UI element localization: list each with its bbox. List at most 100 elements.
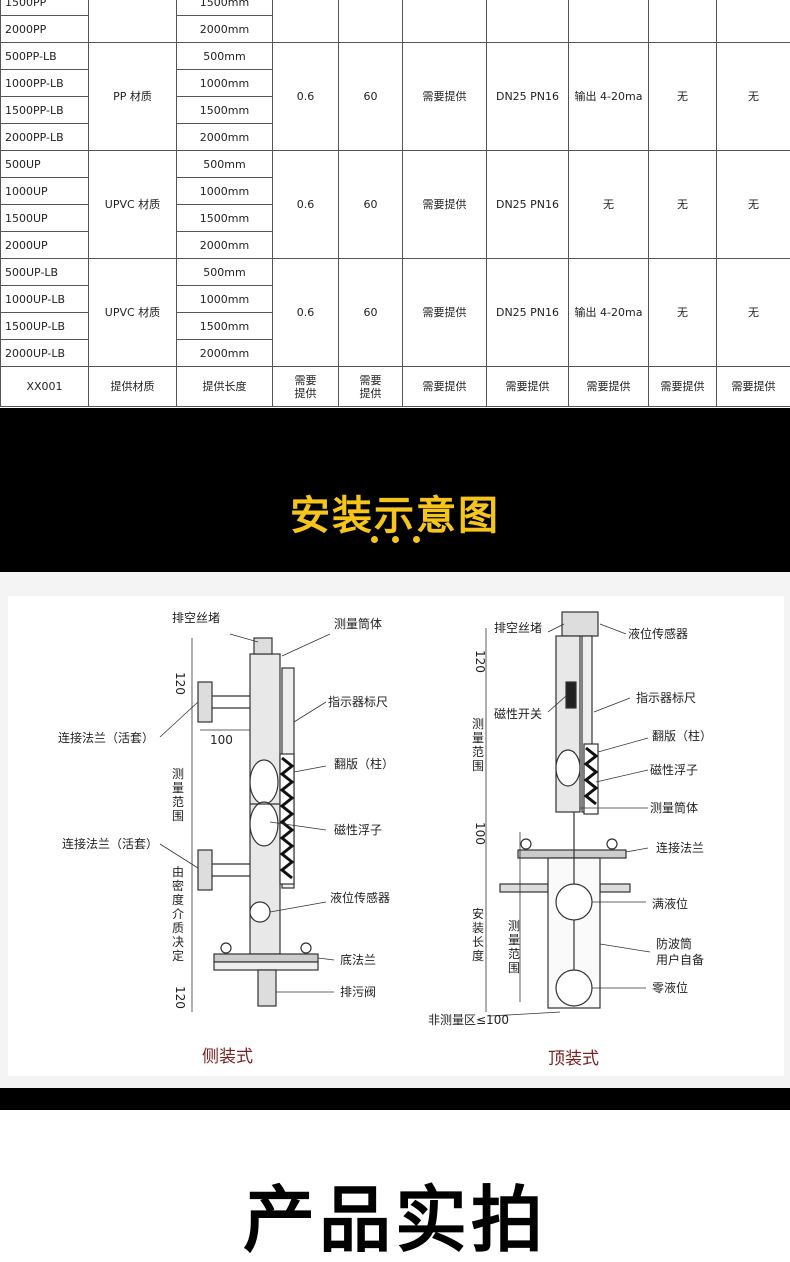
- side-float-lower: [249, 801, 279, 847]
- vertical-label-char: 定: [172, 948, 184, 963]
- medium-cell: 需要提供: [402, 258, 487, 367]
- model-cell: 1500PP-LB: [0, 96, 89, 124]
- model-cell: 1000PP-LB: [0, 69, 89, 97]
- top-label-switch: 磁性开关: [494, 706, 542, 721]
- length-cell: 500mm: [176, 42, 273, 70]
- side-dim-top: 120: [173, 672, 187, 695]
- model-cell: 2000UP: [0, 231, 89, 259]
- model-cell: 500UP-LB: [0, 258, 89, 286]
- flange-cell: [486, 0, 569, 43]
- pressure-cell: 0.6: [272, 150, 339, 259]
- side-float-upper: [249, 759, 279, 805]
- top-label-non-measure: 非测量区≤100: [428, 1013, 509, 1027]
- temperature-cell: 60: [338, 42, 403, 151]
- top-float: [555, 749, 581, 787]
- top-float-zero: [555, 969, 593, 1007]
- side-label-flap: 翻版（柱）: [334, 756, 394, 771]
- side-sensor: [249, 901, 271, 923]
- option-cell: 无: [716, 258, 790, 367]
- top-label-sensor: 液位传感器: [628, 626, 688, 641]
- vertical-label-char: 量: [172, 781, 184, 795]
- top-magnetic-switch: [565, 681, 577, 709]
- material-cell: UPVC 材质: [88, 150, 177, 259]
- length-cell: 1000mm: [176, 177, 273, 205]
- length-cell: 2000mm: [176, 231, 273, 259]
- table-row: 1000UP 1000mm: [0, 177, 790, 205]
- top-flange-plate: [517, 849, 627, 859]
- temperature-cell: [338, 0, 403, 43]
- length-cell: 1500mm: [176, 0, 273, 16]
- vertical-label-char: 范: [508, 947, 520, 961]
- top-label-full: 满液位: [652, 896, 688, 911]
- output-cell: [568, 0, 649, 43]
- vertical-label-char: 围: [172, 809, 184, 823]
- top-label-scale: 指示器标尺: [636, 690, 696, 705]
- model-cell: 1500UP: [0, 204, 89, 232]
- installation-diagram: 排空丝堵 测量筒体 指示器标尺 连接法兰（活套） 翻版（柱） 磁性浮子 连接法兰…: [0, 572, 790, 1088]
- pressure-cell: 0.6: [272, 42, 339, 151]
- pressure-cell: [272, 0, 339, 43]
- temperature-cell: 60: [338, 258, 403, 367]
- output-cell: 输出 4-20ma: [568, 42, 649, 151]
- vertical-label-char: 测: [508, 919, 520, 933]
- side-top-flange: [197, 681, 213, 723]
- option-cell: 无: [648, 150, 717, 259]
- flange-cell: DN25 PN16: [486, 42, 569, 151]
- vertical-label-char: 量: [472, 731, 484, 745]
- side-vent-plug: [253, 637, 273, 655]
- length-cell: 提供长度: [176, 366, 273, 407]
- option-cell: 需要提供: [716, 366, 790, 407]
- model-cell: 2000PP-LB: [0, 123, 89, 151]
- model-cell: 2000PP: [0, 15, 89, 43]
- dot-icon: [412, 536, 420, 543]
- top-label-flange: 连接法兰: [656, 840, 704, 855]
- medium-cell: 需要提供: [402, 42, 487, 151]
- top-label-wave-tube: 防波筒: [656, 936, 692, 951]
- vertical-label-char: 度: [472, 948, 484, 963]
- model-cell: 1500UP-LB: [0, 312, 89, 340]
- vertical-label-char: 密: [172, 878, 184, 893]
- model-cell: 500UP: [0, 150, 89, 178]
- temperature-cell: 需要提供: [338, 366, 403, 407]
- option-cell: [648, 0, 717, 43]
- length-cell: 1000mm: [176, 285, 273, 313]
- medium-cell: [402, 0, 487, 43]
- model-cell: 1000UP: [0, 177, 89, 205]
- flange-cell: DN25 PN16: [486, 258, 569, 367]
- vertical-label-char: 安: [472, 906, 484, 921]
- model-cell: 500PP-LB: [0, 42, 89, 70]
- medium-cell: 需要提供: [402, 150, 487, 259]
- top-mount-diagram: [485, 611, 651, 1017]
- side-label-sensor: 液位传感器: [330, 890, 390, 905]
- model-cell: 2000UP-LB: [0, 339, 89, 367]
- pressure-cell: 0.6: [272, 258, 339, 367]
- side-drain-valve: [257, 969, 277, 1007]
- dot-icon: [370, 536, 378, 543]
- vertical-label-char: 质: [172, 921, 184, 935]
- vertical-label-char: 测: [472, 717, 484, 731]
- top-sensor-head: [561, 611, 599, 637]
- material-cell: 提供材质: [88, 366, 177, 407]
- vertical-label-char: 围: [472, 759, 484, 773]
- side-label-flange-bottom: 连接法兰（活套）: [62, 836, 158, 851]
- material-cell: UPVC 材质: [88, 258, 177, 367]
- dot-icon: [391, 536, 399, 543]
- output-cell: 无: [568, 150, 649, 259]
- vertical-label-char: 量: [508, 933, 520, 947]
- side-bottom-plate: [213, 953, 319, 963]
- top-float-full: [555, 883, 593, 921]
- material-cell: [88, 0, 177, 43]
- top-caption: 顶装式: [548, 1049, 599, 1069]
